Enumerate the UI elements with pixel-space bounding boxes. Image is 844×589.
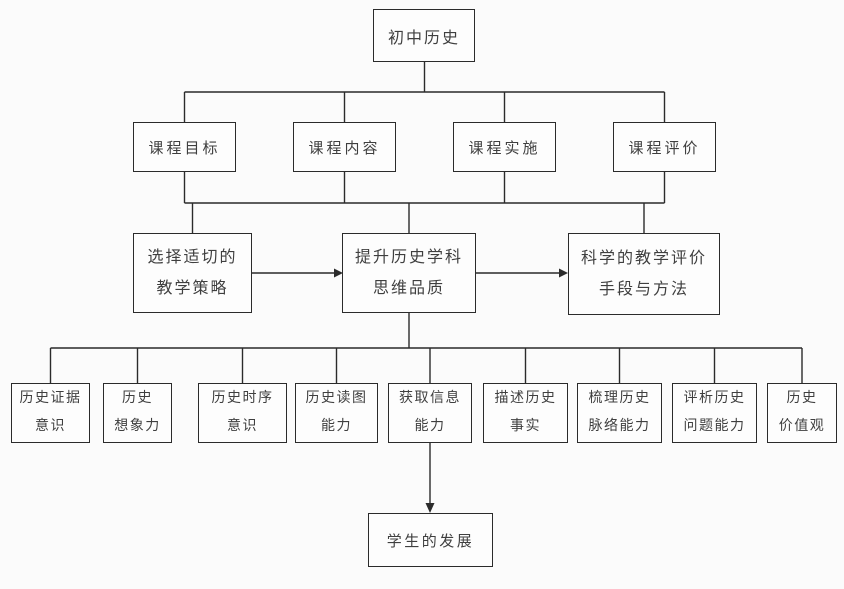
- node-label-line1: 梳理历史: [588, 391, 651, 406]
- node-label-line1: 历史读图: [305, 391, 368, 406]
- node-label: 课程评价: [628, 140, 701, 157]
- node-label-line2: 意识: [35, 419, 66, 434]
- node-map-reading-ability: 历史读图 能力: [295, 383, 378, 443]
- node-label-line1: 获取信息: [399, 391, 461, 406]
- node-junior-high-history: 初中历史: [373, 9, 475, 62]
- node-label-line2: 事实: [510, 419, 541, 434]
- node-describe-facts: 描述历史 事实: [483, 383, 568, 443]
- node-curriculum-evaluation: 课程评价: [613, 122, 716, 172]
- node-historical-imagination: 历史 想象力: [103, 383, 172, 443]
- node-label: 课程实施: [468, 140, 541, 157]
- node-student-development: 学生的发展: [368, 513, 493, 567]
- node-curriculum-implementation: 课程实施: [453, 122, 556, 172]
- node-label-line1: 评析历史: [683, 391, 746, 406]
- node-curriculum-goal: 课程目标: [133, 122, 236, 172]
- node-label: 初中历史: [387, 29, 460, 47]
- node-label-line2: 想象力: [114, 419, 161, 434]
- node-label: 课程目标: [148, 140, 221, 157]
- node-label-line2: 意识: [227, 419, 258, 434]
- node-label-line2: 问题能力: [683, 419, 746, 434]
- node-label-line1: 历史证据: [19, 391, 82, 406]
- node-teaching-strategy: 选择适切的 教学策略: [133, 233, 252, 313]
- node-label-line1: 描述历史: [494, 391, 557, 406]
- node-curriculum-content: 课程内容: [293, 122, 396, 172]
- node-information-acquisition: 获取信息 能力: [388, 383, 472, 443]
- node-label-line2: 手段与方法: [598, 281, 689, 298]
- node-label-line2: 脉络能力: [588, 419, 651, 434]
- node-label-line1: 科学的教学评价: [580, 249, 707, 267]
- node-label-line1: 历史: [122, 391, 153, 406]
- node-thinking-quality: 提升历史学科 思维品质: [342, 233, 476, 313]
- node-label: 课程内容: [308, 140, 381, 157]
- node-label-line2: 思维品质: [372, 280, 445, 297]
- node-label-line2: 能力: [414, 419, 446, 434]
- node-problem-analysis: 评析历史 问题能力: [672, 383, 757, 443]
- node-label-line1: 历史: [786, 391, 818, 406]
- node-label: 学生的发展: [386, 533, 475, 550]
- node-label-line1: 选择适切的: [147, 248, 238, 266]
- node-label-line2: 教学策略: [156, 280, 229, 297]
- node-label-line1: 提升历史学科: [354, 248, 463, 266]
- node-evaluation-methods: 科学的教学评价 手段与方法: [568, 233, 720, 315]
- node-label-line2: 价值观: [778, 419, 826, 434]
- node-label-line1: 历史时序: [211, 391, 274, 406]
- node-evidence-awareness: 历史证据 意识: [11, 383, 90, 443]
- node-context-organizing: 梳理历史 脉络能力: [577, 383, 662, 443]
- node-chronology-awareness: 历史时序 意识: [198, 383, 287, 443]
- node-label-line2: 能力: [321, 419, 352, 434]
- node-historical-values: 历史 价值观: [767, 383, 837, 443]
